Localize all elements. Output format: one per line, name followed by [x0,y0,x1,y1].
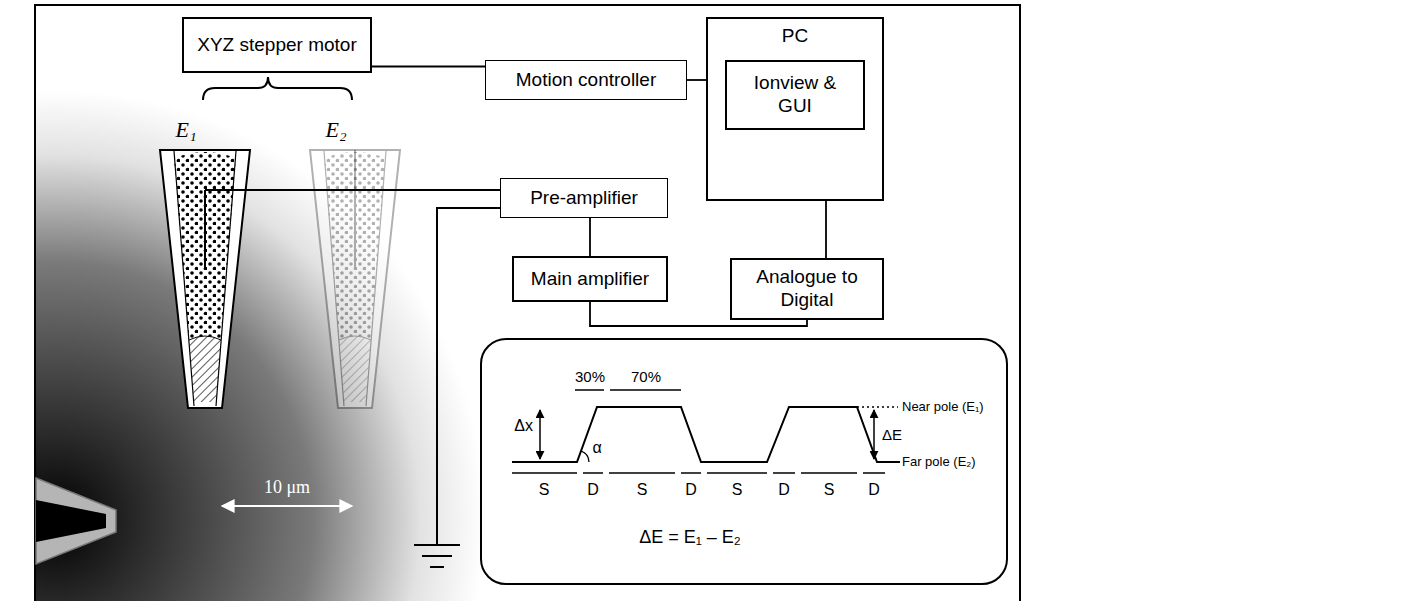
brace [203,77,352,100]
amplifier-box: Main amplifier [512,256,668,302]
phase-label: D [587,481,599,499]
waveform-inset: 30% 70% Δx α Near pole (E₁)ΔEFar pole (E₂) S D… [480,338,1008,585]
electrode-label: E₂ [325,118,346,142]
signal-line [687,79,706,81]
ground-symbol [422,555,452,557]
phase-label: S [732,481,743,499]
box-label: Analogue to Digital [742,266,872,312]
phase-label: S [637,481,648,499]
box-label: Main amplifier [531,268,649,291]
wire-far [354,150,356,190]
frame [35,5,1020,601]
electrode-label: E₁ [175,118,196,142]
ground-wire [437,208,500,545]
phase-label: S [824,481,835,499]
phase-label: D [778,481,790,499]
dimension-label: ΔE [882,427,902,444]
percent-label: 30% [575,369,605,386]
motor-box: XYZ stepper motor [182,17,372,73]
phase-label: D [868,481,880,499]
pipette-core [36,500,106,542]
software-box: Ionview & GUI [725,60,865,130]
waveform [512,390,900,473]
signal-line [589,218,591,256]
pc-box: PC Ionview & GUI [706,17,884,201]
preamp-box: Pre-amplifier [500,178,668,218]
box-label: Ionview & GUI [735,72,855,118]
pole-label: Near pole (E₁) [902,400,984,414]
phase-label: S [539,481,550,499]
pole-label: Far pole (E₂) [902,455,976,469]
electrode [160,150,250,408]
dimension-label: Δx [514,417,533,435]
equation: ΔE = E₁ – E₂ [639,528,741,548]
distance-arrow [222,505,352,507]
ground-symbol [414,544,460,546]
pipette [36,478,116,564]
ion-gradient [36,90,485,601]
controller-box: Motion controller [485,60,687,100]
signal-line [372,66,485,68]
box-label: XYZ stepper motor [197,34,356,57]
phase-label: D [685,481,697,499]
distance-label: 10 μm [264,478,310,498]
signal-line [825,201,827,258]
box-label: Pre-amplifier [530,187,638,210]
percent-label: 70% [631,369,661,386]
adc-box: Analogue to Digital [730,258,884,320]
box-label: Motion controller [516,69,656,92]
electrode-far [310,150,400,408]
ground-symbol [430,566,444,568]
angle-label: α [592,439,601,457]
signal-wire [205,189,500,191]
box-label: PC [782,25,808,48]
